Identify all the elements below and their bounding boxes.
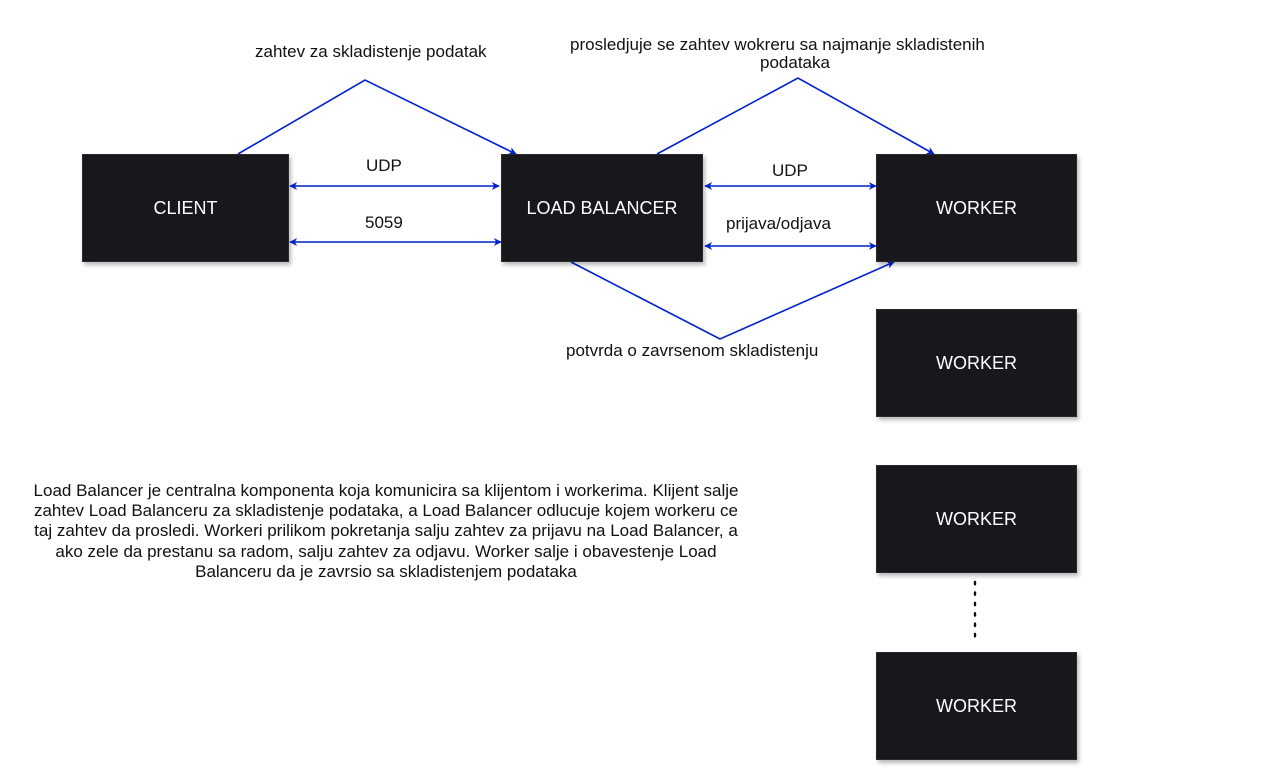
worker-node-1: WORKER bbox=[876, 154, 1077, 262]
label-lb-worker-register: prijava/odjava bbox=[726, 214, 831, 233]
worker-node-2: WORKER bbox=[876, 309, 1077, 417]
label-client-lb-udp: UDP bbox=[366, 156, 402, 175]
worker-node-4: WORKER bbox=[876, 652, 1077, 760]
client-node: CLIENT bbox=[82, 154, 289, 262]
diagram-description: Load Balancer je centralna komponenta ko… bbox=[33, 481, 739, 581]
edge-client-to-lb-request bbox=[237, 79, 517, 155]
load-balancer-node: LOAD BALANCER bbox=[501, 154, 703, 262]
label-lb-worker-forward-line2: podataka bbox=[760, 53, 830, 72]
label-worker-lb-confirm: potvrda o zavrsenom skladistenju bbox=[566, 341, 819, 360]
worker-node-3: WORKER bbox=[876, 465, 1077, 573]
edge-lb-to-worker-forward bbox=[656, 77, 935, 155]
label-lb-worker-forward-line1: prosledjuje se zahtev wokreru sa najmanj… bbox=[570, 35, 985, 54]
label-client-lb-request: zahtev za skladistenje podatak bbox=[255, 42, 487, 61]
label-lb-worker-udp: UDP bbox=[772, 161, 808, 180]
edge-lb-worker-confirm bbox=[570, 261, 895, 340]
label-client-lb-port: 5059 bbox=[365, 213, 403, 232]
